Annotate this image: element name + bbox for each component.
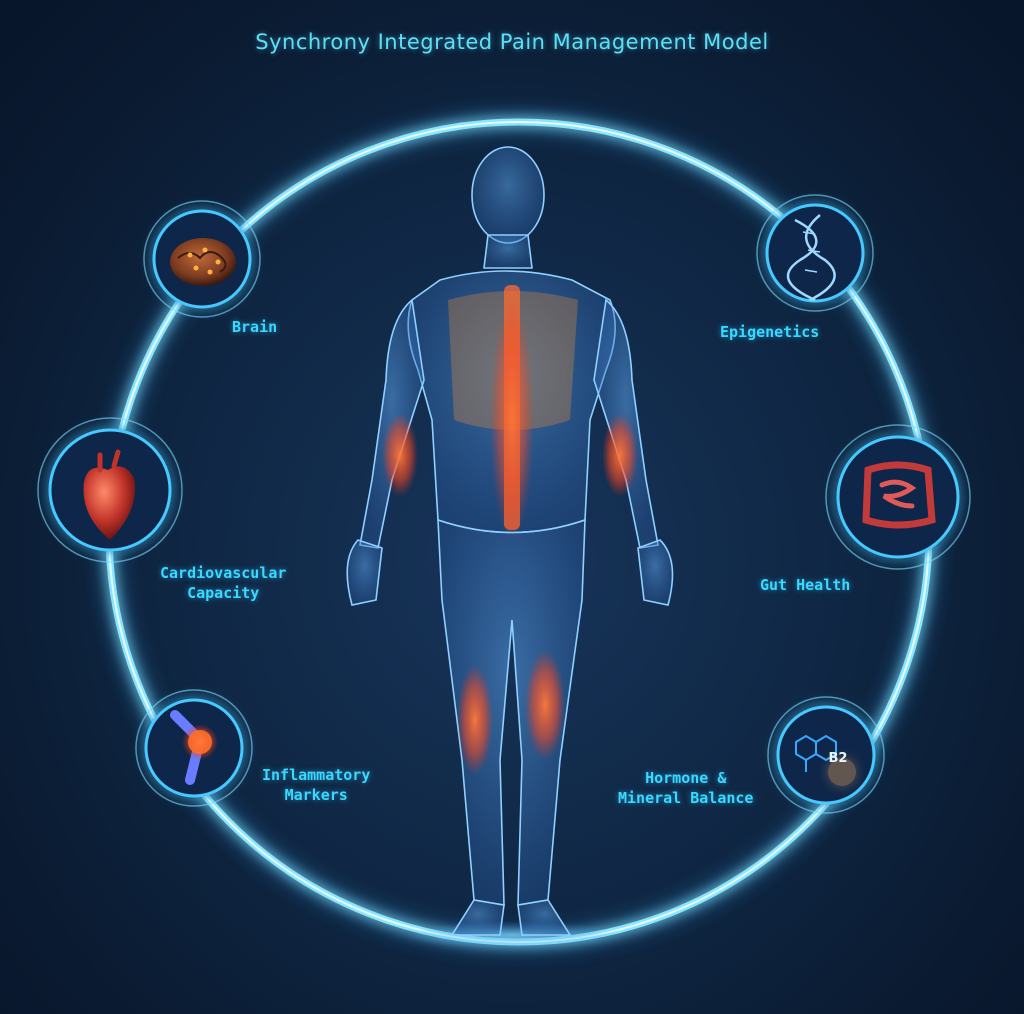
pain-hotspots — [382, 413, 638, 775]
heart-icon — [83, 449, 135, 540]
label-inflammatory-line1: Inflammatory — [262, 766, 371, 784]
brain-icon — [170, 238, 236, 286]
label-inflammatory-line2: Markers — [284, 786, 348, 804]
label-hormone-line2: Mineral Balance — [618, 789, 754, 807]
intestine-icon — [862, 461, 936, 529]
label-cardiovascular: Cardiovascular Capacity — [160, 563, 286, 603]
label-cardiovascular-line2: Capacity — [187, 584, 260, 602]
node-epigenetics — [756, 194, 874, 312]
node-inflammatory — [135, 689, 253, 807]
floor-glow — [402, 921, 622, 949]
molecule-icon — [795, 734, 837, 772]
page-title: Synchrony Integrated Pain Management Mod… — [255, 30, 769, 54]
vitamin-badge: B2 — [829, 751, 848, 766]
label-inflammatory: Inflammatory Markers — [262, 765, 370, 805]
node-hormone: B2 — [767, 696, 885, 814]
label-epigenetics: Epigenetics — [720, 323, 820, 341]
label-gut-health: Gut Health — [760, 576, 851, 594]
label-brain: Brain — [232, 318, 278, 336]
node-gut — [825, 424, 971, 570]
label-hormone: Hormone & Mineral Balance — [618, 768, 753, 808]
human-body-figure — [346, 146, 674, 936]
knee-joint-icon — [170, 710, 218, 785]
node-brain — [143, 200, 261, 318]
label-cardiovascular-line1: Cardiovascular — [160, 564, 287, 582]
dna-icon — [786, 214, 836, 302]
label-hormone-line1: Hormone & — [645, 769, 727, 787]
node-cardiovascular — [37, 417, 183, 563]
spine-ribcage — [448, 285, 578, 540]
